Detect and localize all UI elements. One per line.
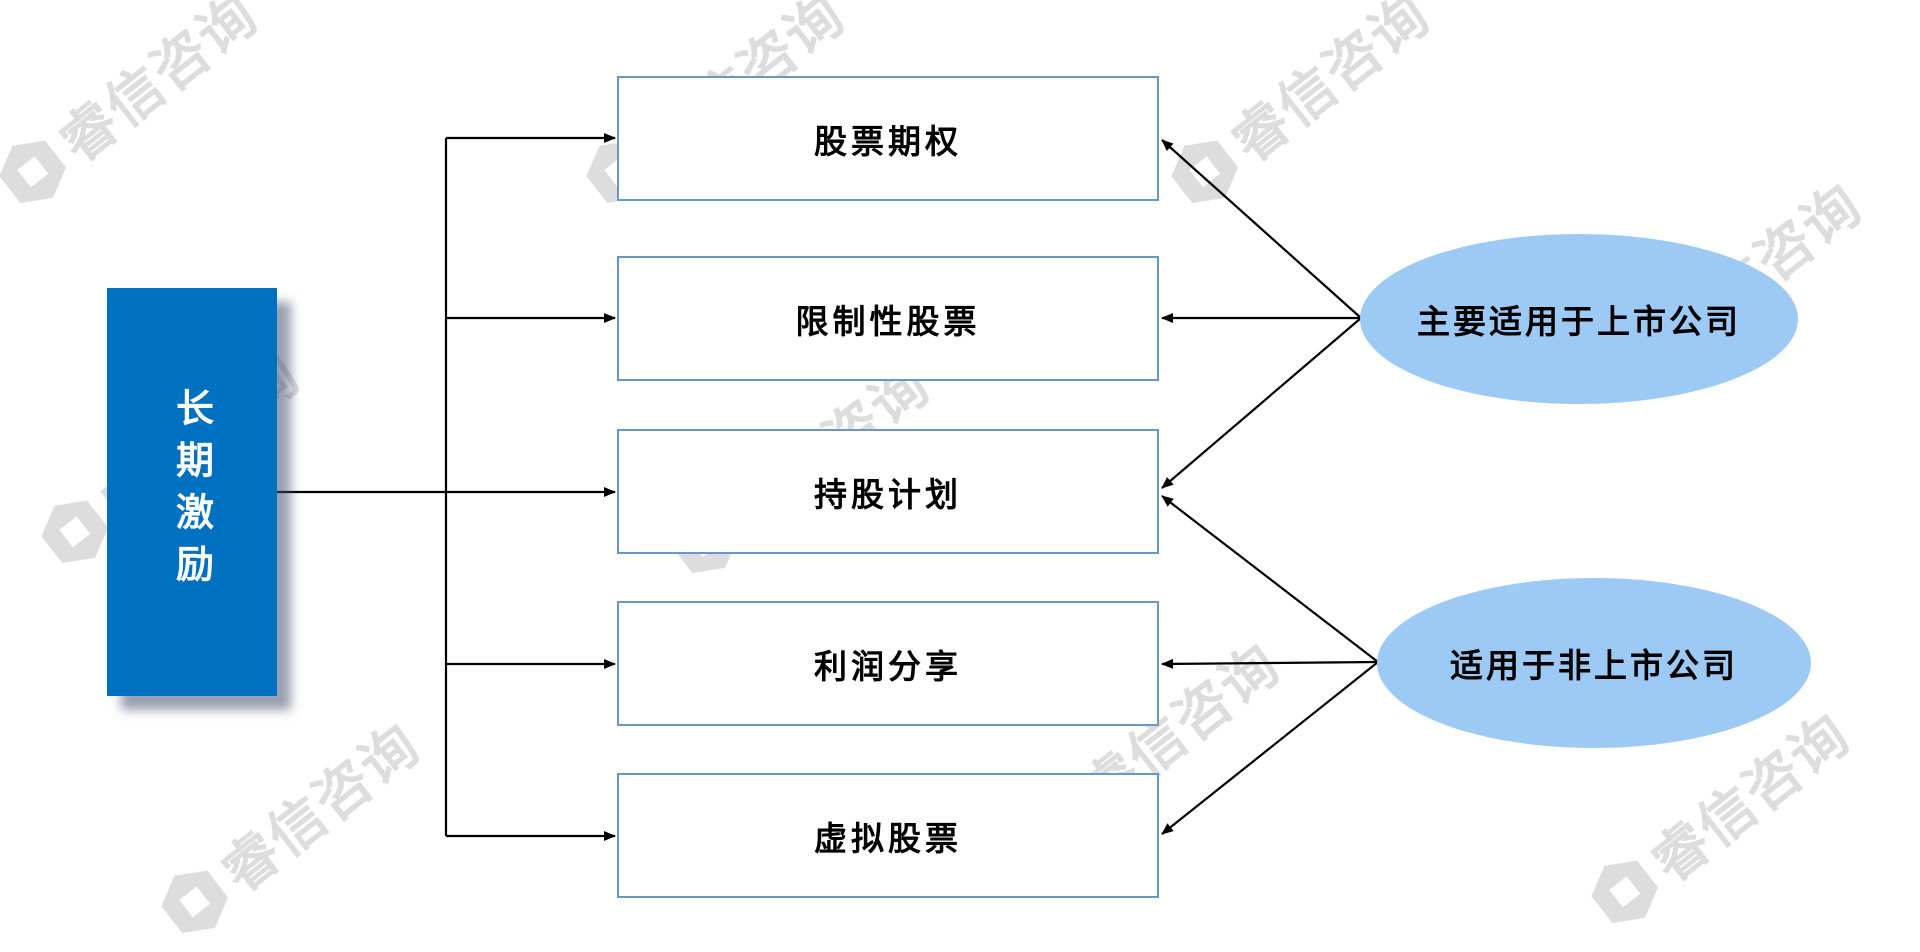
ellipse-label: 适用于非上市公司 <box>1450 646 1738 685</box>
unlisted-arrow-esop <box>1161 495 1379 663</box>
listed-arrow-esop <box>1161 317 1362 489</box>
box-esop: 持股计划 <box>617 429 1159 554</box>
box-label: 限制性股票 <box>795 301 981 341</box>
box-label: 利润分享 <box>814 646 962 686</box>
ellipse-label: 主要适用于上市公司 <box>1417 302 1741 341</box>
box-stock-options: 股票期权 <box>617 76 1159 201</box>
box-label: 持股计划 <box>814 474 962 514</box>
ellipse-listed-companies: 主要适用于上市公司 <box>1360 234 1798 404</box>
source-box-long-term-incentive: 长期激励 <box>107 288 277 696</box>
ellipse-unlisted-companies: 适用于非上市公司 <box>1377 578 1811 748</box>
box-restricted-stock: 限制性股票 <box>617 256 1159 381</box>
box-label: 虚拟股票 <box>814 818 962 858</box>
box-phantom-stock: 虚拟股票 <box>617 773 1159 898</box>
listed-arrow-stock-options <box>1161 139 1362 319</box>
unlisted-arrow-profit-sharing <box>1161 658 1379 669</box>
box-label: 股票期权 <box>814 121 962 161</box>
unlisted-arrow-phantom-stock <box>1161 661 1379 835</box>
box-profit-sharing: 利润分享 <box>617 601 1159 726</box>
source-label: 长期激励 <box>169 388 214 596</box>
